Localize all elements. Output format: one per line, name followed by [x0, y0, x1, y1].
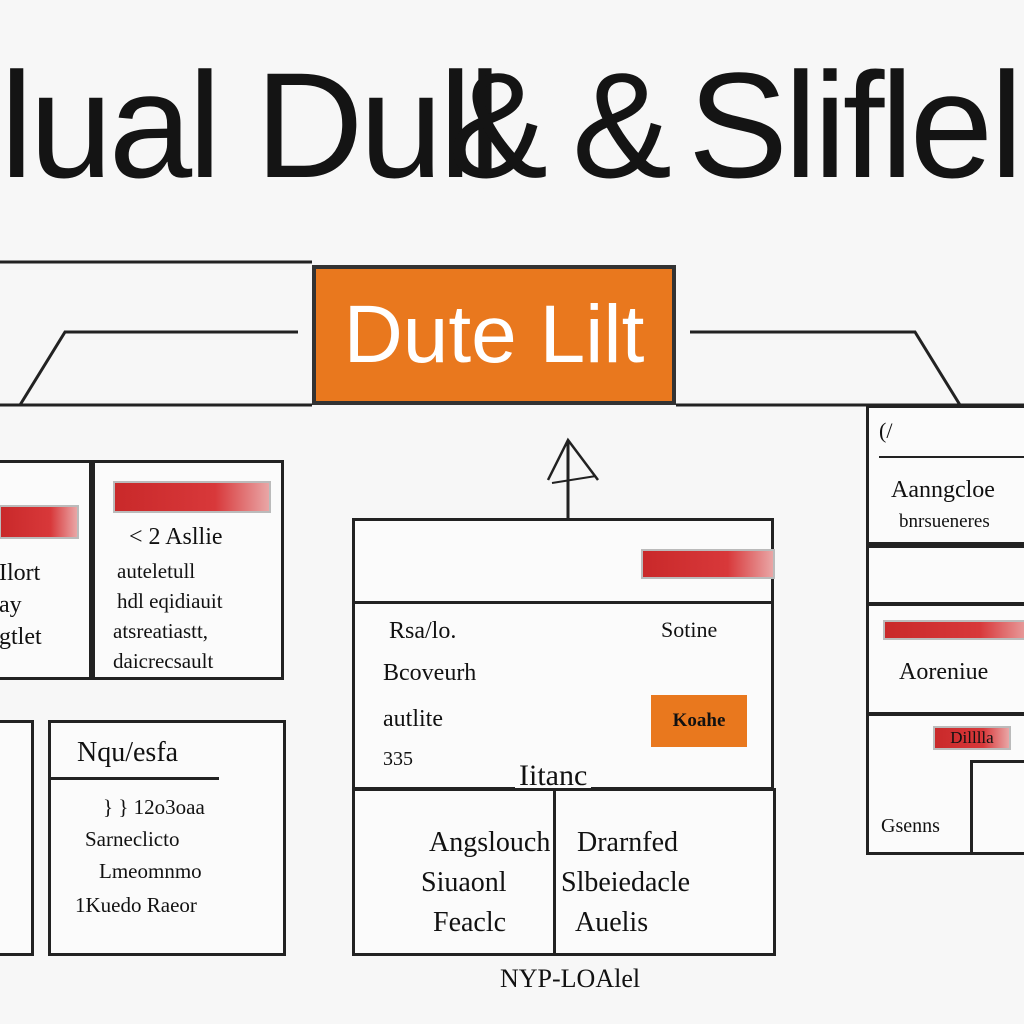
- mid-left-card: < 2 Asllie auteletull hdl eqidiauit atsr…: [92, 460, 284, 680]
- center-card-item-1: Rsa/lo.: [389, 618, 457, 644]
- right-card-1-icon: (/: [879, 418, 893, 443]
- right-card-2-bar: [883, 620, 1024, 640]
- title-tail: l: [990, 41, 1023, 209]
- title-ampersand-1: &: [448, 41, 548, 209]
- right-card-3-inner: Gsenns: [869, 760, 973, 852]
- center-card-subtitle: Iitanc: [515, 761, 592, 791]
- footer-label: NYP-LOAlel: [500, 964, 641, 993]
- center-card-item-2: Bcoveurh: [383, 660, 477, 686]
- page-title: lual Dull & & Slifle l: [0, 40, 1024, 210]
- left-card-line-2: ay: [0, 592, 22, 618]
- center-table-cell-3-1: Feaclc: [433, 907, 507, 938]
- title-ampersand-2: &: [572, 41, 672, 209]
- center-card: Rsa/lo. Sotine Bcoveurh autlite Koahe 33…: [352, 518, 775, 791]
- center-table-cell-2-1: Siuaonl: [421, 867, 507, 898]
- bottom-left-edge-box: [0, 720, 34, 956]
- center-table-cell-3-2: Auelis: [575, 907, 649, 938]
- right-card-2: Aoreniue: [866, 603, 1024, 715]
- bottom-left-card-line-3: Lmeomnmo: [99, 859, 202, 883]
- mid-left-card-line-2: hdl eqidiauit: [117, 589, 223, 613]
- right-card-3: Dilllla Gsenns: [866, 713, 1024, 855]
- center-card-item-3: autlite: [383, 706, 443, 732]
- right-card-1-line-2: bnrsueneres: [899, 511, 990, 532]
- center-table-cell-2-2: Slbeiedacle: [561, 867, 691, 898]
- center-card-right-top: Sotine: [661, 617, 718, 642]
- right-card-1: (/ Aanngcloe bnrsueneres: [866, 405, 1024, 545]
- mid-left-card-line-3: atsreatiastt,: [113, 619, 209, 643]
- center-table-cell-1-2: Drarnfed: [577, 827, 679, 858]
- center-card-bar: [641, 549, 775, 579]
- left-card-line-1: Ilort: [0, 560, 41, 586]
- title-part-1: lual Dull: [0, 41, 502, 209]
- mid-left-card-line-4: daicrecsault: [113, 649, 214, 673]
- right-card-3-badge: Dilllla: [933, 726, 1011, 750]
- right-card-3-label: Gsenns: [881, 815, 940, 837]
- mid-left-card-heading: < 2 Asllie: [129, 524, 223, 550]
- bottom-left-card-divider: [51, 777, 219, 780]
- center-table: Angslouch Siuaonl Feaclc Drarnfed Slbeie…: [352, 788, 776, 956]
- center-card-item-4: 335: [383, 748, 413, 770]
- right-card-1-line-1: Aanngcloe: [891, 477, 995, 503]
- bottom-left-card-heading: Nqu/esfa: [77, 737, 179, 768]
- left-card-bar: [0, 505, 79, 539]
- title-part-2: Slifle: [688, 41, 993, 209]
- mid-left-card-bar: [113, 481, 271, 513]
- mid-left-card-line-1: auteletull: [117, 559, 196, 583]
- hero-box[interactable]: Dute Lilt: [312, 265, 676, 405]
- bottom-left-card-line-1: } } 12o3oaa: [103, 795, 205, 819]
- bottom-left-card-line-2: Sarneclicto: [85, 827, 180, 851]
- right-spacer-box: [866, 545, 1024, 605]
- left-card: Ilort ay gtlet: [0, 460, 92, 680]
- left-card-line-3: gtlet: [0, 624, 42, 650]
- center-table-divider: [553, 791, 556, 953]
- bottom-left-card-line-4: 1Kuedo Raeor: [75, 893, 197, 917]
- bottom-left-card: Nqu/esfa } } 12o3oaa Sarneclicto Lmeomnm…: [48, 720, 286, 956]
- center-table-cell-1-1: Angslouch: [429, 827, 551, 858]
- center-card-divider: [355, 601, 771, 604]
- right-card-2-label: Aoreniue: [899, 659, 989, 685]
- right-card-1-divider: [879, 456, 1024, 458]
- center-card-orange-button[interactable]: Koahe: [651, 695, 747, 747]
